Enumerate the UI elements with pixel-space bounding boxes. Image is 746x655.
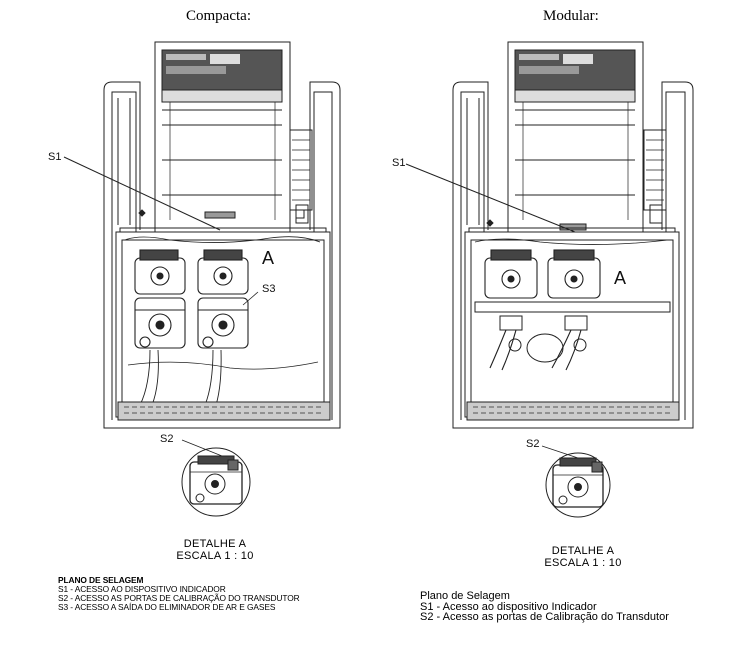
compacta-s1-leader (63, 156, 221, 231)
compacta-detail-title: DETALHE A (183, 538, 247, 550)
modular-legend-item: S1 - Acesso ao dispositivo Indicador (420, 600, 597, 613)
compacta-legend-item: S2 - ACESSO AS PORTAS DE CALIBRAÇÃO DO T… (58, 593, 300, 603)
modular-title: Modular: (543, 8, 599, 24)
compacta-detail-a (181, 447, 251, 517)
modular-label-s2: S2 (526, 438, 539, 450)
modular-legend-item: S2 - Acesso as portas de Calibração do T… (420, 611, 669, 623)
modular-detail-title: DETALHE A (551, 545, 615, 557)
compacta-s3-leader (242, 291, 259, 306)
modular-detail-scale: ESCALA 1 : 10 (544, 557, 622, 569)
compacta-label-s1: S1 (48, 151, 61, 163)
compacta-legend-item: S1 - ACESSO AO DISPOSITIVO INDICADOR (58, 584, 226, 594)
modular-s1-leader (405, 163, 576, 233)
modular-detail-a (545, 452, 611, 518)
modular-legend: Plano de Selagem S1 - Acesso ao disposit… (420, 591, 669, 623)
compacta-dispenser (103, 41, 341, 429)
modular-legend-heading: Plano de Selagem (420, 590, 510, 602)
compacta-label-a: A (262, 248, 274, 268)
modular-dispenser (452, 41, 694, 429)
compacta-detail-caption: DETALHE A ESCALA 1 : 10 (160, 538, 270, 562)
modular-label-s1: S1 (392, 157, 405, 169)
modular-detail-caption: DETALHE A ESCALA 1 : 10 (528, 545, 638, 569)
modular-label-a: A (614, 268, 626, 288)
compacta-title: Compacta: (186, 8, 251, 24)
compacta-s2-leader (181, 439, 228, 459)
compacta-label-s2: S2 (160, 433, 173, 445)
compacta-legend-heading: PLANO DE SELAGEM (58, 575, 144, 585)
compacta-legend: PLANO DE SELAGEM S1 - ACESSO AO DISPOSIT… (58, 576, 300, 612)
compacta-legend-item: S3 - ACESSO A SAÍDA DO ELIMINADOR DE AR … (58, 602, 276, 612)
compacta-label-s3: S3 (262, 283, 275, 295)
compacta-detail-scale: ESCALA 1 : 10 (176, 550, 254, 562)
